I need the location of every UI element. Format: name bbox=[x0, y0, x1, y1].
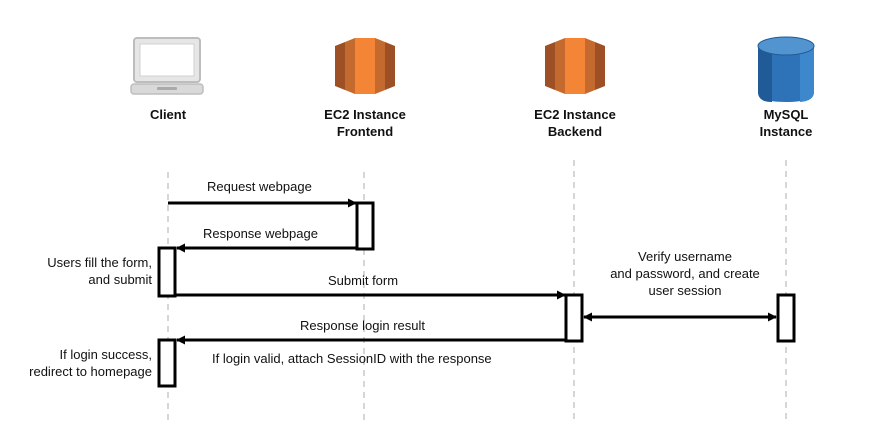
message-label-request-webpage: Request webpage bbox=[207, 179, 312, 194]
activation-client-1 bbox=[157, 246, 177, 298]
message-label-submit-form: Submit form bbox=[328, 273, 399, 288]
message-label-response-login: Response login result bbox=[300, 318, 426, 333]
activation-mysql bbox=[776, 293, 796, 343]
desktop-computer-icon bbox=[130, 37, 204, 95]
aws-ec2-icon bbox=[545, 38, 605, 94]
participant-label-mysql: MySQL Instance bbox=[759, 107, 813, 139]
participant-label-frontend: EC2 Instance Frontend bbox=[324, 107, 406, 139]
aws-ec2-icon bbox=[335, 38, 395, 94]
activation-client-2 bbox=[157, 338, 177, 388]
note-login-success: If login success, redirect to homepage bbox=[29, 347, 152, 379]
activation-backend bbox=[564, 293, 584, 343]
message-label-response-webpage: Response webpage bbox=[203, 226, 318, 241]
participant-label-backend: EC2 Instance Backend bbox=[534, 107, 616, 139]
mysql-database-icon bbox=[757, 36, 815, 102]
participant-label-client: Client bbox=[149, 107, 187, 122]
note-session-id: If login valid, attach SessionID with th… bbox=[212, 351, 492, 366]
message-label-verify-user: Verify username and password, and create… bbox=[610, 249, 760, 298]
activation-frontend bbox=[355, 201, 375, 251]
note-fill-form: Users fill the form, and submit bbox=[47, 255, 152, 287]
